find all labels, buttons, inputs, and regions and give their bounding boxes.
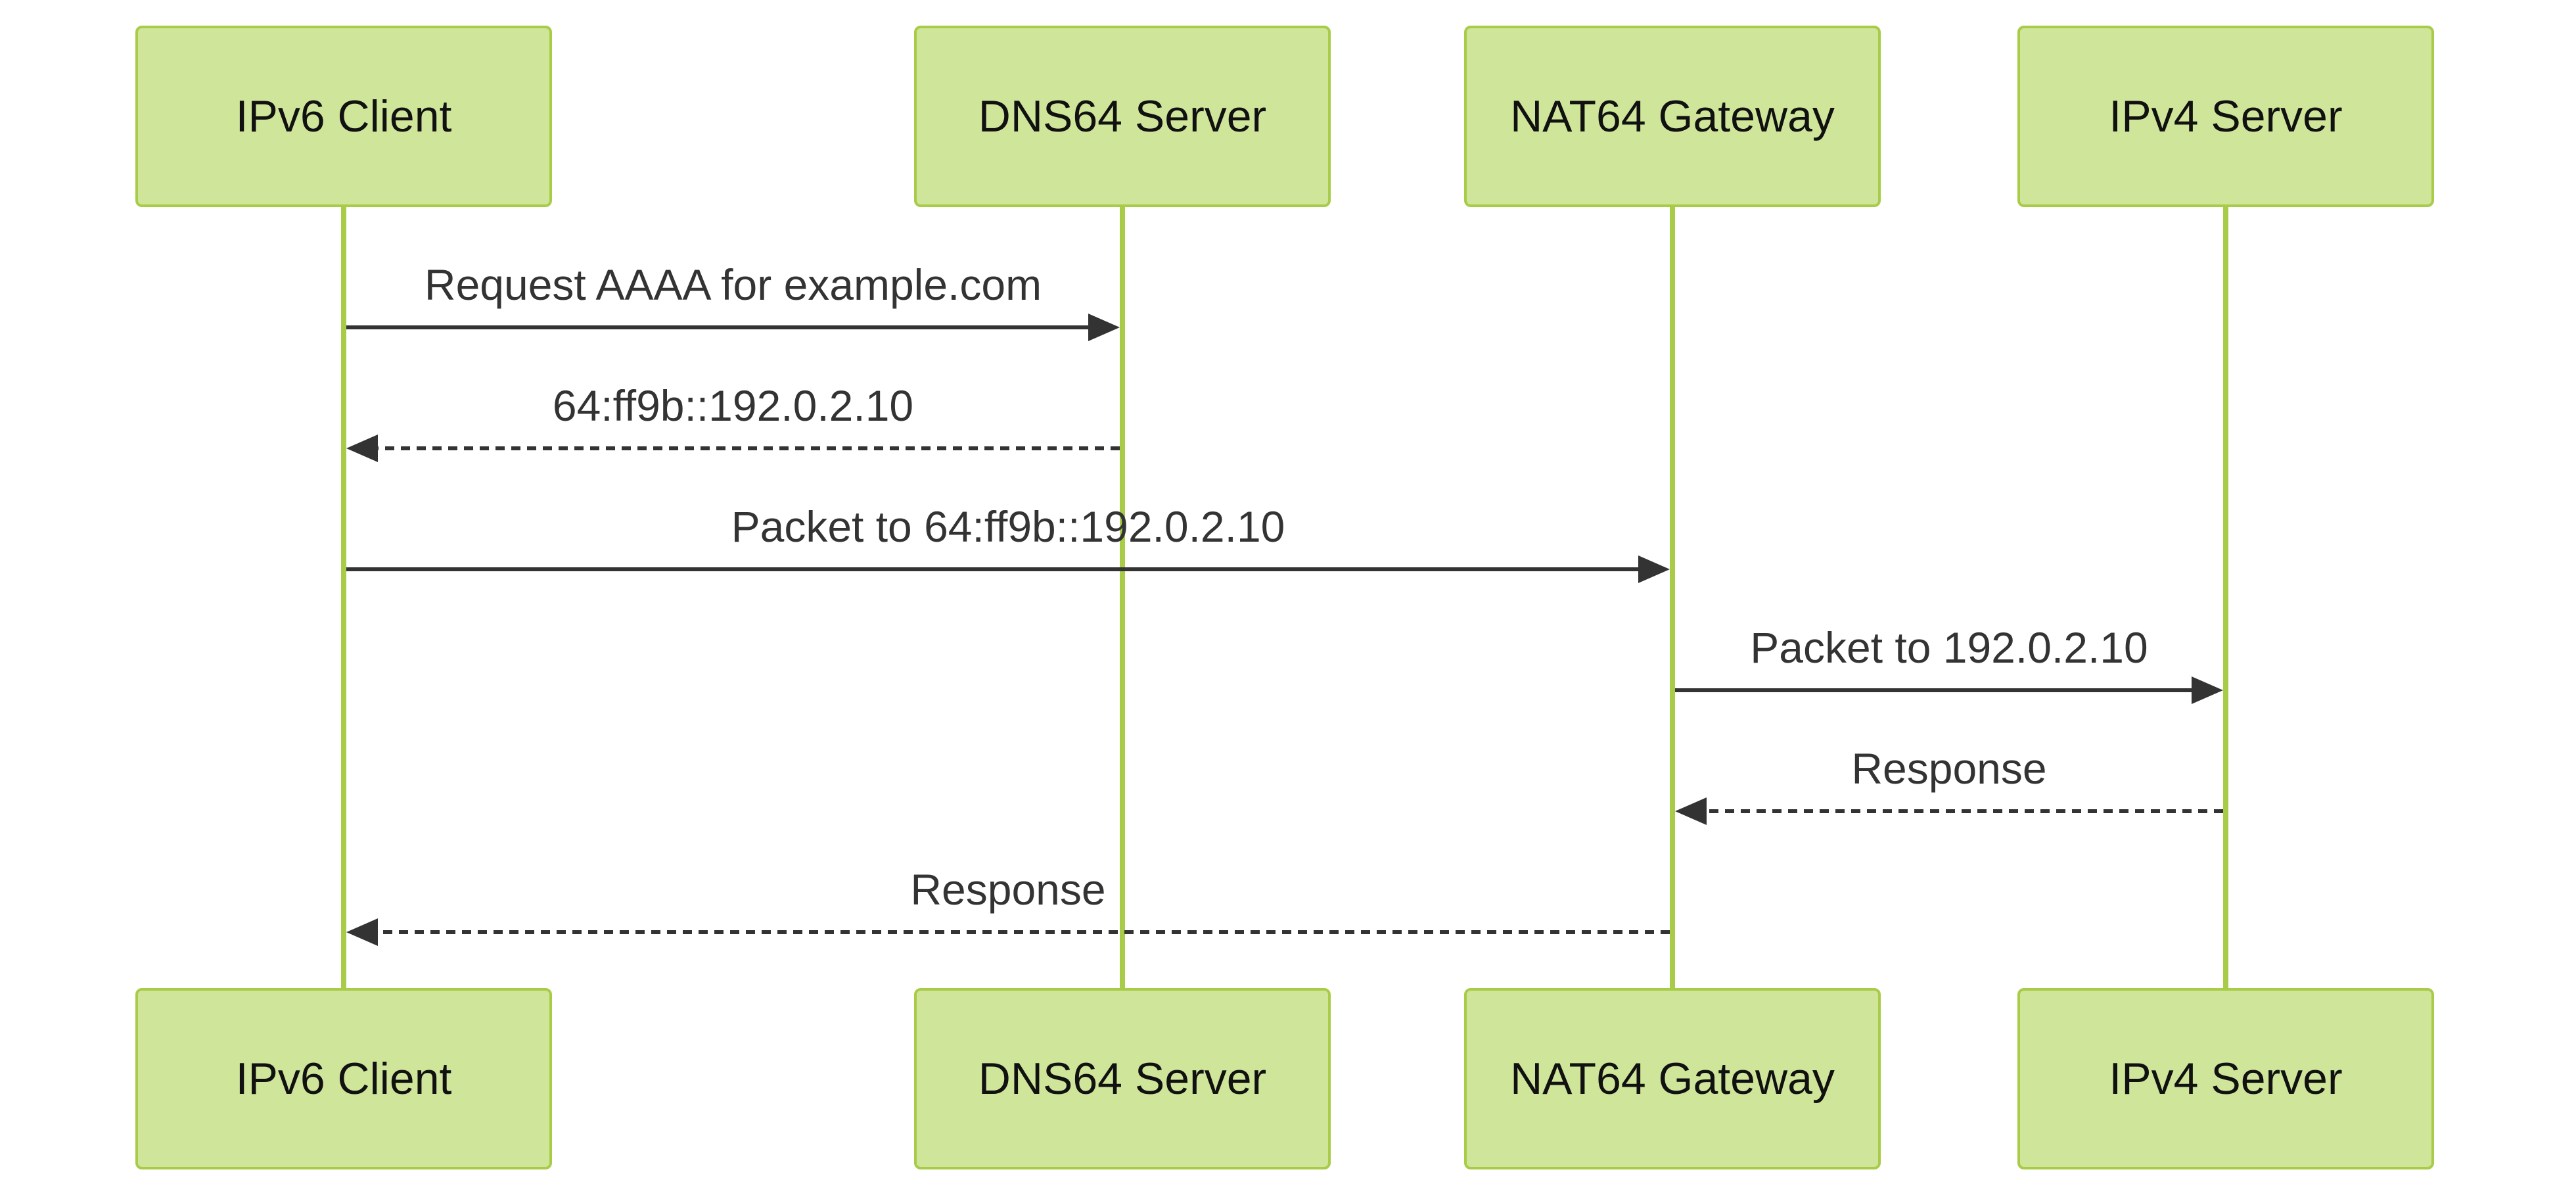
lifelines [341, 206, 2228, 989]
actor-label: DNS64 Server [978, 1054, 1266, 1104]
message-label: 64:ff9b::192.0.2.10 [553, 381, 913, 430]
arrowhead-icon [1675, 797, 1707, 825]
actor-ipv4-top[interactable]: IPv4 Server [2017, 26, 2434, 207]
message-6: Response [346, 865, 1670, 946]
arrowhead-icon [1088, 314, 1120, 341]
actor-label: IPv4 Server [2109, 1054, 2342, 1104]
arrowhead-icon [1638, 555, 1670, 583]
actor-dns64-bottom[interactable]: DNS64 Server [914, 988, 1331, 1169]
actor-box [1464, 988, 1881, 1169]
actor-box [1464, 26, 1881, 207]
actor-label: IPv6 Client [236, 1054, 452, 1104]
arrowhead-icon [346, 435, 378, 462]
actor-nat64-bottom[interactable]: NAT64 Gateway [1464, 988, 1881, 1169]
actors-top: IPv6 Client DNS64 Server NAT64 Gateway IPv4… [135, 26, 2434, 207]
message-label: Packet to 64:ff9b::192.0.2.10 [731, 502, 1285, 551]
actor-box [135, 26, 552, 207]
actor-box [914, 26, 1331, 207]
actor-client-top[interactable]: IPv6 Client [135, 26, 552, 207]
arrowhead-icon [2192, 676, 2223, 704]
actor-box [2017, 26, 2434, 207]
actor-box [914, 988, 1331, 1169]
actor-box [2017, 988, 2434, 1169]
actor-label: DNS64 Server [978, 91, 1266, 141]
arrowhead-icon [346, 918, 378, 946]
actor-label: NAT64 Gateway [1510, 1054, 1835, 1104]
actor-dns64-top[interactable]: DNS64 Server [914, 26, 1331, 207]
actor-nat64-top[interactable]: NAT64 Gateway [1464, 26, 1881, 207]
message-4: Packet to 192.0.2.10 [1675, 623, 2223, 704]
actor-box [135, 988, 552, 1169]
message-label: Response [910, 865, 1105, 914]
actor-client-bottom[interactable]: IPv6 Client [135, 988, 552, 1169]
message-2: 64:ff9b::192.0.2.10 [346, 381, 1120, 462]
actor-label: NAT64 Gateway [1510, 91, 1835, 141]
message-label: Request AAAA for example.com [425, 260, 1042, 309]
message-label: Response [1851, 744, 2046, 793]
message-label: Packet to 192.0.2.10 [1750, 623, 2148, 672]
messages: Request AAAA for example.com64:ff9b::192… [346, 260, 2223, 946]
message-5: Response [1675, 744, 2223, 825]
actor-label: IPv6 Client [236, 91, 452, 141]
actor-ipv4-bottom[interactable]: IPv4 Server [2017, 988, 2434, 1169]
actors-bottom: IPv6 Client DNS64 Server NAT64 Gateway IPv4… [135, 988, 2434, 1169]
message-1: Request AAAA for example.com [346, 260, 1120, 341]
actor-label: IPv4 Server [2109, 91, 2342, 141]
message-3: Packet to 64:ff9b::192.0.2.10 [346, 502, 1670, 583]
